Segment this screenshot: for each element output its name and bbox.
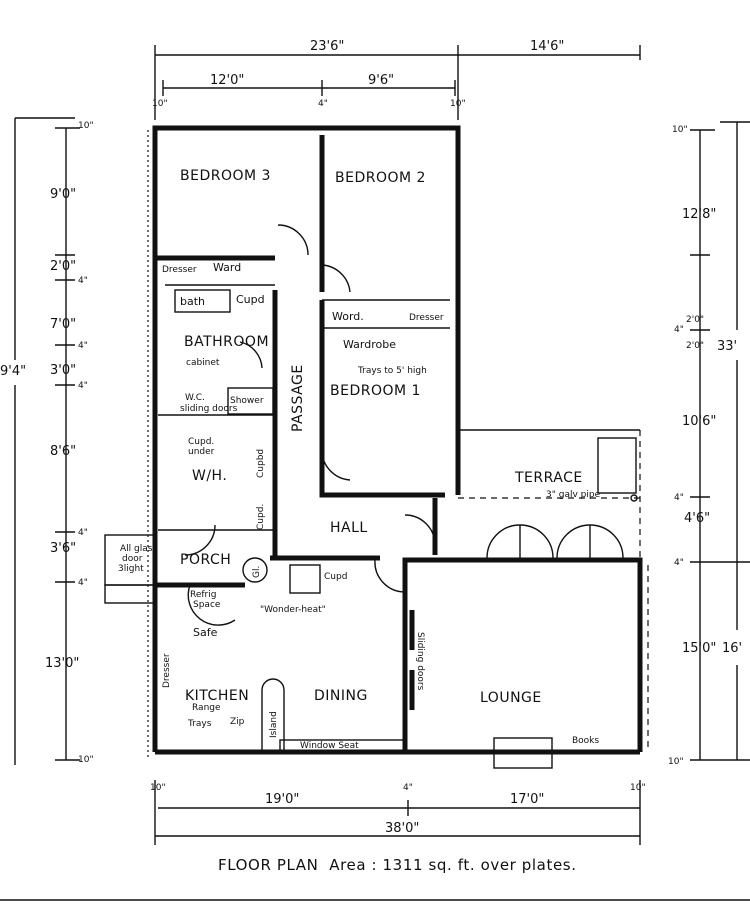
- cupd-under-label: Cupd.: [188, 437, 214, 447]
- dim-right-9: 4": [674, 558, 684, 568]
- glass-door-label-2: door: [122, 554, 143, 564]
- galv-pipe-icon: [630, 494, 638, 502]
- dim-top-total: 23'6": [310, 39, 344, 54]
- dim-right-6: 10'6": [682, 414, 716, 429]
- dim-left-7: 4": [78, 381, 88, 391]
- dim-left-1: 9'0": [50, 187, 76, 202]
- dim-bottom-wall-left: 10": [150, 783, 166, 793]
- refrig-label: Refrig: [190, 590, 216, 600]
- bath-label: bath: [180, 295, 205, 308]
- ward-bedroom1-label: Word.: [332, 310, 364, 323]
- dim-bottom-kitchen: 19'0": [265, 792, 299, 807]
- dim-top-bedroom3: 12'0": [210, 73, 244, 88]
- cupd-dining-label: Cupd: [324, 572, 347, 582]
- walls: [104, 125, 649, 769]
- room-label-kitchen: KITCHEN: [185, 688, 249, 704]
- window-seat-label: Window Seat: [300, 741, 359, 751]
- ward-bedroom3-label: Ward: [213, 261, 241, 274]
- dim-right-7: 4": [674, 493, 684, 503]
- dim-left-5: 4": [78, 341, 88, 351]
- dim-right-0: 10": [672, 125, 688, 135]
- room-label-terrace: TERRACE: [514, 470, 583, 486]
- dim-right-2: 2'0": [686, 315, 704, 325]
- cupd-bath-label: Cupd: [236, 293, 265, 306]
- dim-left-total: 9'4": [0, 364, 26, 379]
- dim-right-3: 4": [674, 325, 684, 335]
- dim-top-terrace: 14'6": [530, 39, 564, 54]
- glass-door-label-3: 3light: [118, 564, 144, 574]
- galv-pipe-label: 3" galv pipe: [546, 490, 601, 500]
- dim-left-4: 7'0": [50, 317, 76, 332]
- dim-left-6: 3'0": [50, 363, 76, 378]
- room-label-bedroom-3: BEDROOM 3: [180, 168, 271, 184]
- dim-right-1: 12'8": [682, 207, 716, 222]
- dresser-kitchen-label: Dresser: [162, 653, 172, 688]
- cupd-hall-label: Cupd.: [256, 504, 266, 530]
- gl-label: Gl.: [252, 566, 262, 578]
- door-swings: [184, 224, 624, 710]
- range-label: Range: [192, 703, 221, 713]
- refrig-space-label: Space: [193, 600, 221, 610]
- dim-bottom-lounge: 17'0": [510, 792, 544, 807]
- dim-left-3: 4": [78, 276, 88, 286]
- shower-label: Shower: [230, 396, 264, 406]
- room-label-passage: PASSAGE: [290, 364, 306, 432]
- wc-doors-label: sliding doors: [180, 404, 238, 414]
- dim-left-12: 13'0": [45, 656, 79, 671]
- room-label-bedroom-2: BEDROOM 2: [335, 170, 426, 186]
- cupd-under-label-2: under: [188, 447, 215, 457]
- dim-bottom-wall-right: 10": [630, 783, 646, 793]
- cabinet-label: cabinet: [186, 358, 220, 368]
- dim-right-total-lower: 16': [722, 641, 742, 656]
- dim-top-wall-right: 10": [450, 99, 466, 109]
- wc-label: W.C.: [185, 393, 205, 403]
- dim-right-8: 4'6": [684, 511, 710, 526]
- room-label-dining: DINING: [314, 688, 368, 704]
- dim-right-12: 10": [668, 757, 684, 767]
- dimension-lines: [0, 45, 750, 901]
- room-label-lounge: LOUNGE: [480, 690, 542, 706]
- cupbd-label: Cupbd: [256, 449, 266, 478]
- island-label: Island: [269, 711, 279, 738]
- dim-right-4: 2'0": [686, 341, 704, 351]
- dim-left-13: 10": [78, 755, 94, 765]
- glass-door-label-1: All glass: [120, 544, 157, 554]
- room-label-hall: HALL: [330, 520, 368, 536]
- room-label-porch: PORCH: [180, 552, 231, 568]
- books-label: Books: [572, 736, 599, 746]
- zip-label: Zip: [230, 717, 245, 727]
- room-label-bedroom-1: BEDROOM 1: [330, 383, 421, 399]
- dim-bottom-total: 38'0": [385, 821, 419, 836]
- trays-label: Trays: [187, 719, 212, 729]
- dresser-bedroom3-label: Dresser: [162, 265, 197, 275]
- trays-high-label: Trays to 5' high: [357, 366, 427, 376]
- wardrobe-label: Wardrobe: [343, 338, 396, 351]
- dim-right-10: 15'0": [682, 641, 716, 656]
- plan-title: FLOOR PLAN Area : 1311 sq. ft. over plat…: [218, 856, 577, 874]
- dim-left-10: 3'6": [50, 541, 76, 556]
- dim-top-bedroom2: 9'6": [368, 73, 394, 88]
- sliding-doors-label: Sliding doors: [415, 632, 425, 691]
- dim-left-11: 4": [78, 578, 88, 588]
- safe-label: Safe: [193, 626, 218, 639]
- dim-left-2: 2'0": [50, 259, 76, 274]
- dim-left-9: 4": [78, 528, 88, 538]
- room-label-bathroom: BATHROOM: [184, 334, 269, 350]
- room-label-wh: W/H.: [192, 468, 227, 484]
- wonder-heat-label: "Wonder-heat": [260, 605, 326, 615]
- dim-left-0: 10": [78, 121, 94, 131]
- dim-left-8: 8'6": [50, 444, 76, 459]
- dim-right-total-upper: 33': [717, 339, 737, 354]
- dresser-bedroom1-label: Dresser: [409, 313, 444, 323]
- dim-top-wall-left: 10": [152, 99, 168, 109]
- dim-bottom-wall-mid: 4": [403, 783, 413, 793]
- dim-top-wall-mid: 4": [318, 99, 328, 109]
